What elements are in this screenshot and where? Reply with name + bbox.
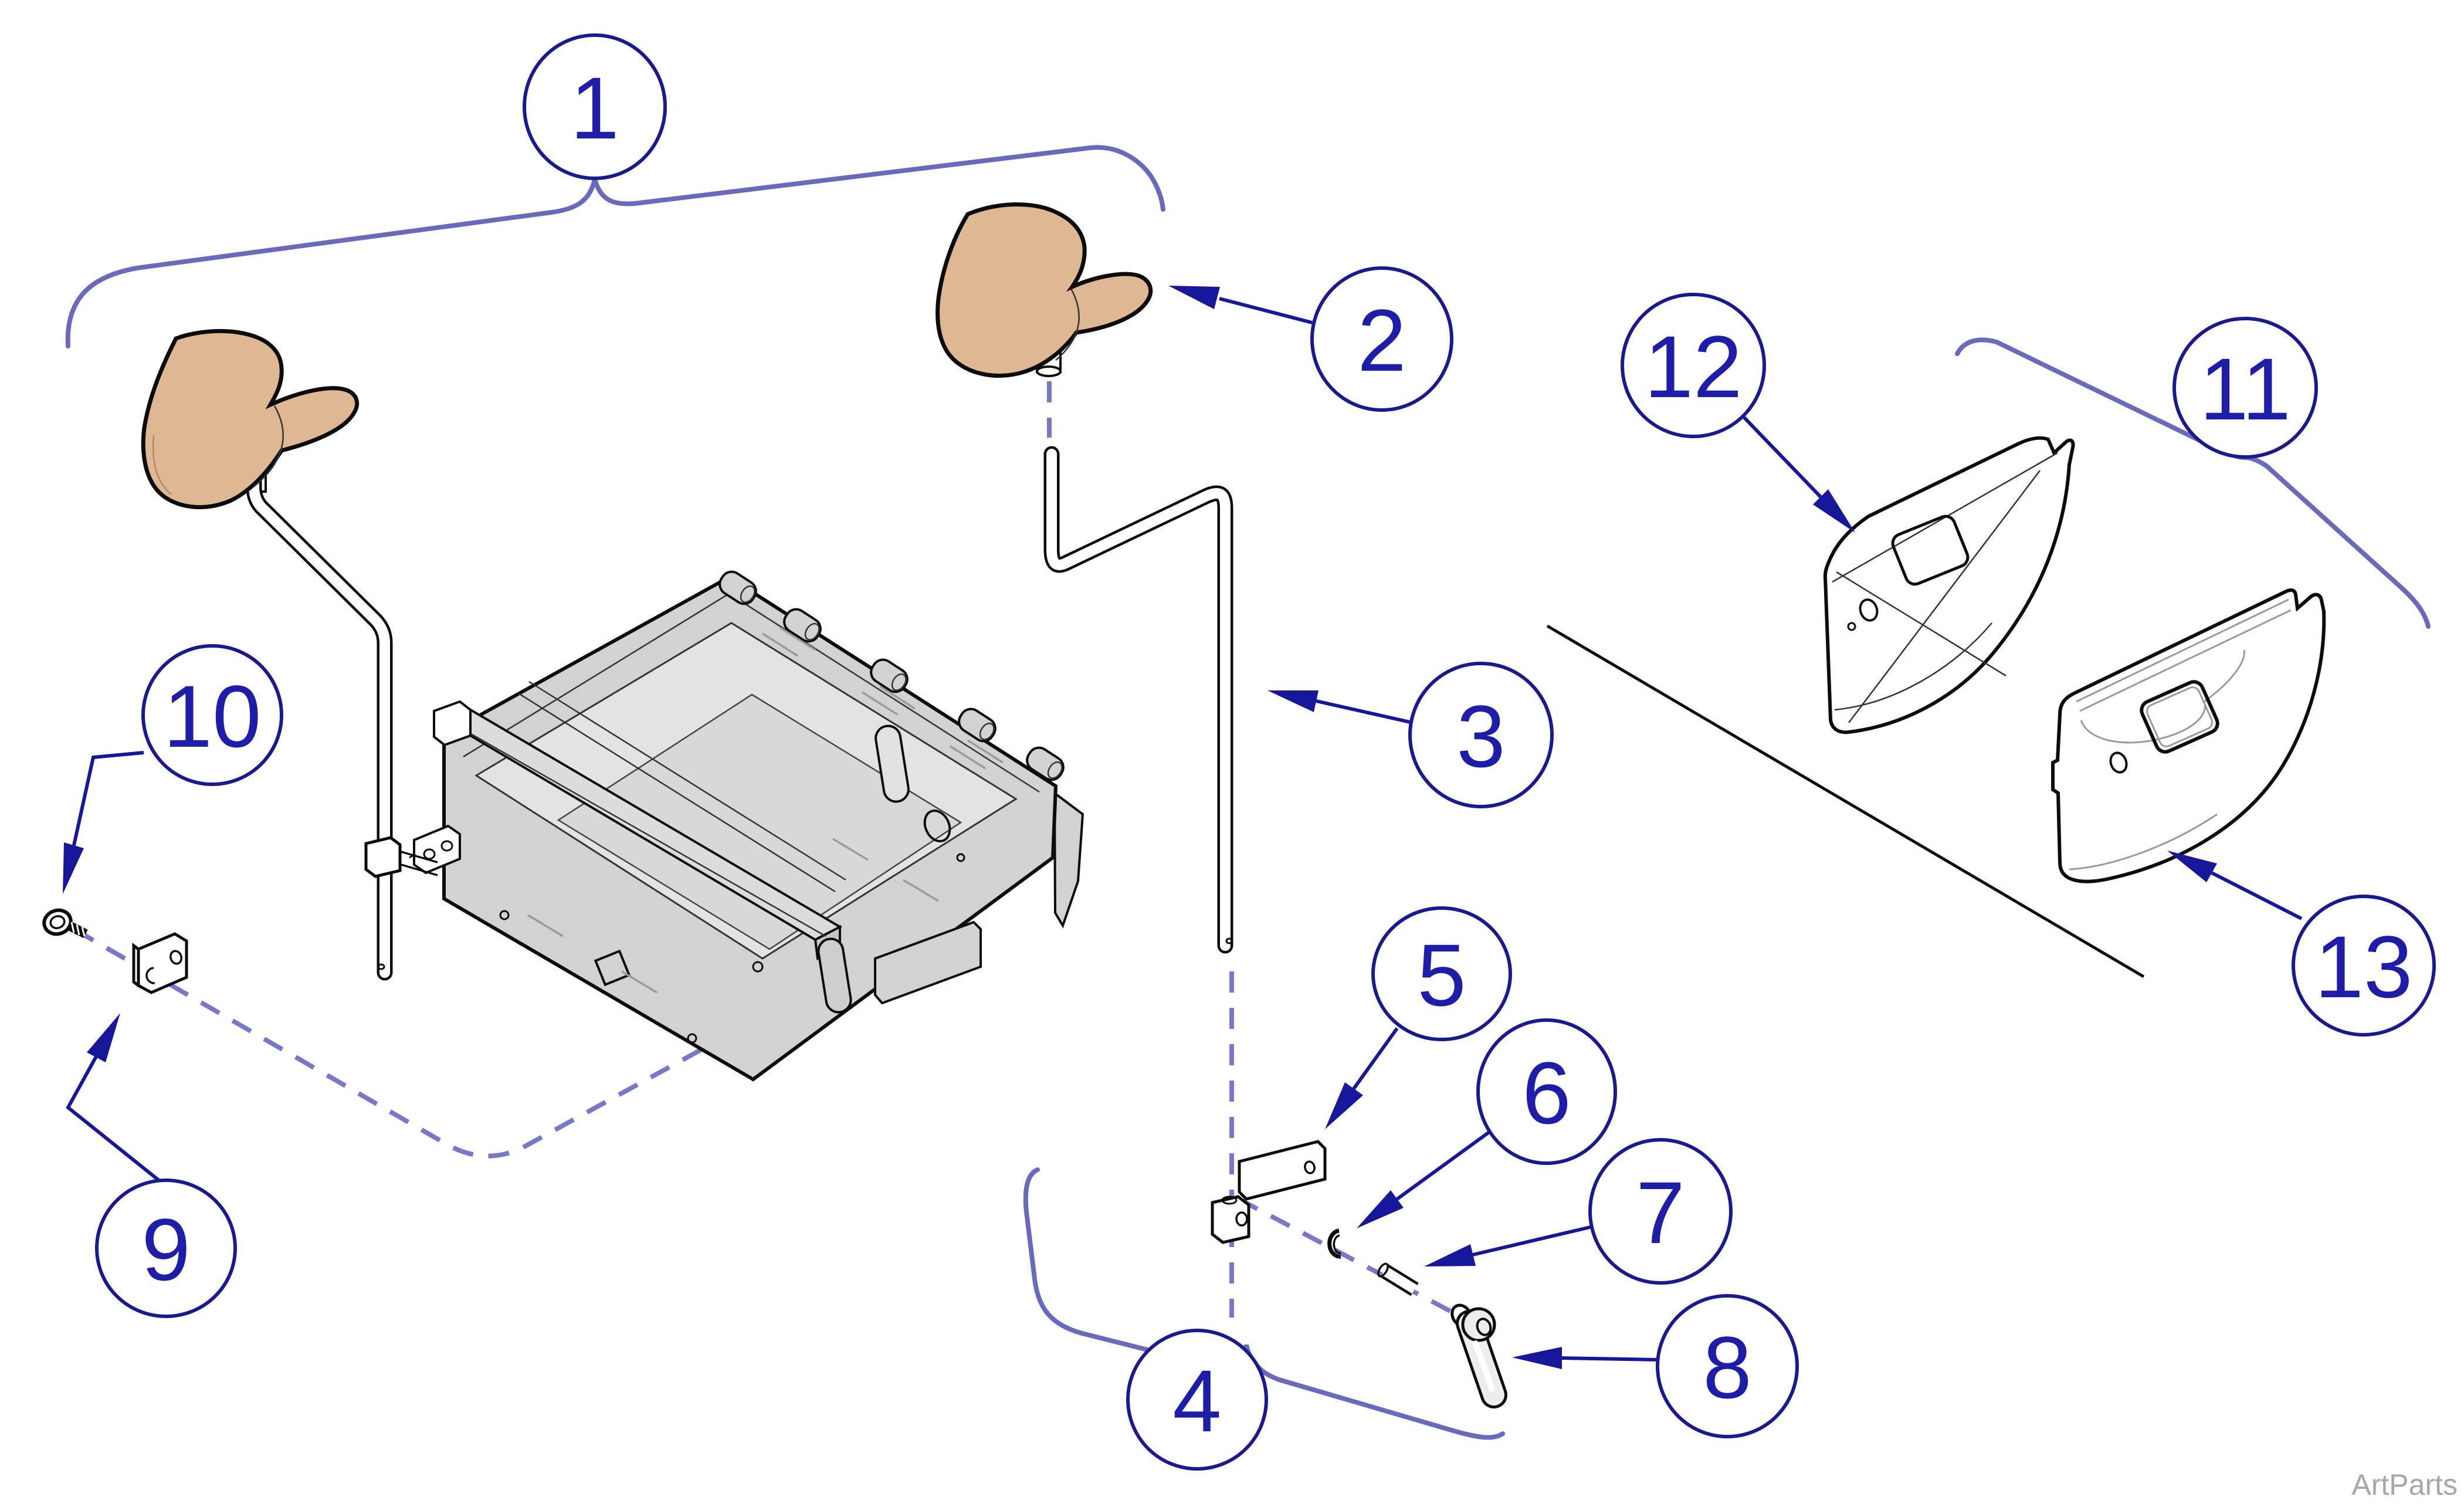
svg-text:4: 4 [1172, 1352, 1221, 1450]
callout-8[interactable]: 8 [1656, 1294, 1799, 1438]
arrow-13 [2167, 851, 2217, 882]
part-clamp-bracket [1211, 1140, 1327, 1244]
callout-4[interactable]: 4 [1126, 1329, 1268, 1471]
callout-5[interactable]: 5 [1371, 906, 1512, 1041]
divider-line [1546, 624, 2145, 978]
svg-text:7: 7 [1636, 1163, 1685, 1262]
arrow-6 [1357, 1190, 1404, 1228]
callout-11[interactable]: 11 [2172, 317, 2318, 459]
part-cover-outer [2051, 588, 2326, 883]
svg-text:3: 3 [1456, 687, 1505, 785]
part-clamp-pin [1377, 1262, 1419, 1296]
callout-10[interactable]: 10 [141, 644, 283, 786]
arrow-12 [1813, 489, 1855, 533]
svg-text:8: 8 [1703, 1318, 1751, 1417]
part-guide-plate [132, 932, 188, 994]
callout-2[interactable]: 2 [1310, 266, 1453, 412]
callout-9[interactable]: 9 [95, 1178, 237, 1318]
svg-text:12: 12 [1645, 317, 1743, 416]
svg-text:5: 5 [1417, 926, 1466, 1024]
leader-arrows [63, 286, 2303, 1369]
arrow-10 [63, 842, 84, 894]
part-clamp-lever [1450, 1303, 1507, 1408]
brace-group-1 [65, 145, 1165, 348]
svg-text:1: 1 [570, 59, 619, 157]
callout-13[interactable]: 13 [2292, 895, 2436, 1037]
hinge-tab-icons [718, 570, 1065, 781]
part-headrest-pad-right [936, 202, 1153, 378]
watermark: ArtParts [2351, 1468, 2458, 1501]
svg-text:13: 13 [2315, 917, 2413, 1016]
svg-text:9: 9 [141, 1200, 190, 1299]
arrow-2 [1168, 286, 1220, 309]
arrow-7 [1424, 1244, 1476, 1266]
part-headrest-rod-right [1043, 446, 1233, 954]
part-set-screw [1327, 1228, 1341, 1259]
callout-6[interactable]: 6 [1476, 1018, 1617, 1165]
callout-12[interactable]: 12 [1621, 293, 1766, 438]
svg-text:2: 2 [1357, 291, 1406, 390]
arrow-8 [1512, 1347, 1562, 1369]
part-screw [42, 908, 88, 939]
part-cover-inner [1823, 436, 2075, 734]
svg-text:6: 6 [1522, 1044, 1571, 1142]
callout-1[interactable]: 1 [523, 33, 667, 180]
arrow-9 [87, 1013, 120, 1062]
callout-7[interactable]: 7 [1588, 1138, 1733, 1285]
callout-3[interactable]: 3 [1408, 662, 1554, 808]
part-headrest-pad-left [141, 329, 360, 510]
svg-text:11: 11 [2199, 340, 2291, 438]
svg-text:10: 10 [164, 667, 262, 766]
arrow-3 [1267, 690, 1319, 712]
part-seat-frame [409, 570, 1084, 1082]
arrow-5 [1325, 1082, 1363, 1129]
dashed-axis-clamp-fasteners [1238, 1197, 1457, 1316]
